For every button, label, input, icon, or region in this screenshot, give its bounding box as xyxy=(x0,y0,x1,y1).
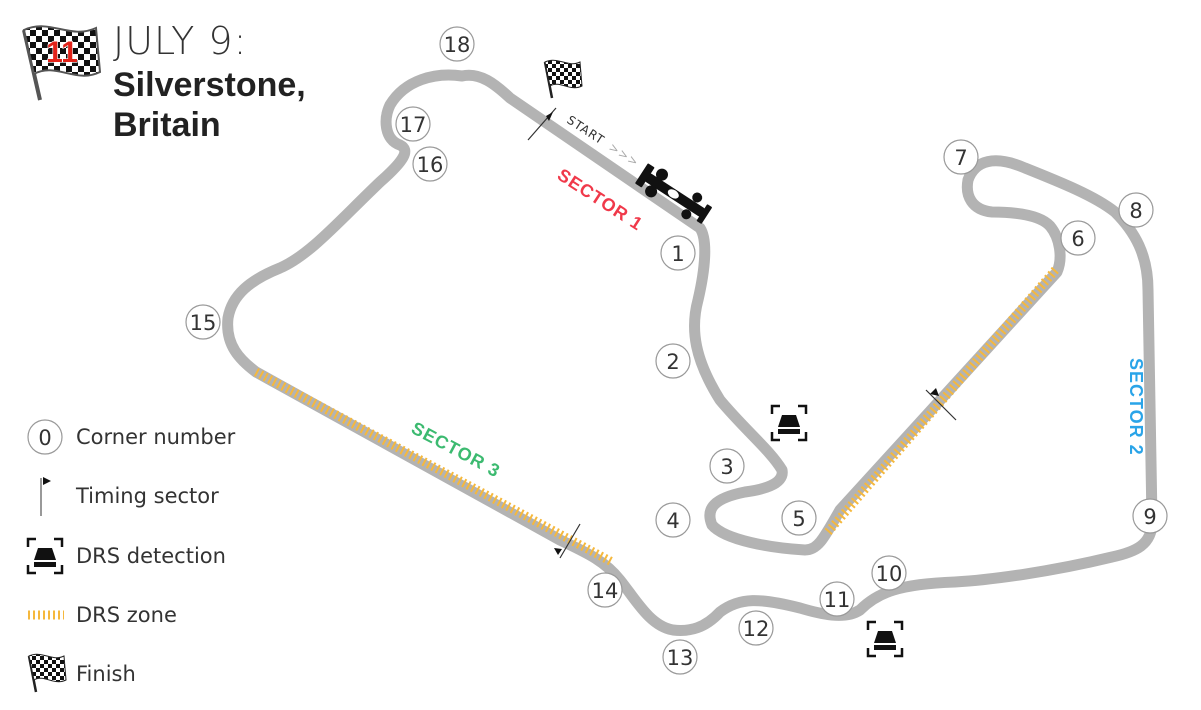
drs-detection-icon xyxy=(26,537,64,575)
legend-drs-detection-label: DRS detection xyxy=(76,544,226,568)
legend-drs-zone-label: DRS zone xyxy=(76,603,177,627)
corner-number: 5 xyxy=(792,507,805,531)
corner-marker-10: 10 xyxy=(871,555,907,591)
corner-number: 15 xyxy=(190,311,217,335)
corner-circle xyxy=(781,500,817,536)
sector-2-label: SECTOR 2 xyxy=(1126,358,1146,456)
corner-circle xyxy=(412,146,448,182)
corner-circle xyxy=(871,555,907,591)
corner-marker-4: 4 xyxy=(655,502,691,538)
track-outline xyxy=(222,69,1158,636)
corner-number: 13 xyxy=(667,646,694,670)
sector-1-label: SECTOR 1 xyxy=(554,165,647,235)
corner-number: 4 xyxy=(666,509,679,533)
corner-marker-13: 13 xyxy=(662,639,698,675)
corner-number: 2 xyxy=(666,350,679,374)
corner-marker-1: 1 xyxy=(660,235,696,271)
timing-sector-3-marker xyxy=(554,523,581,559)
finish-flag-icon xyxy=(27,653,67,693)
corner-circle xyxy=(655,502,691,538)
legend-corner-icon: 0 xyxy=(27,419,63,455)
drs-zone-sector3 xyxy=(253,368,615,566)
corner-marker-17: 17 xyxy=(395,106,431,142)
corner-circle xyxy=(185,304,221,340)
corner-marker-12: 12 xyxy=(738,610,774,646)
legend-timing-label: Timing sector xyxy=(75,484,219,508)
corner-circle xyxy=(660,235,696,271)
timing-sector-1-marker xyxy=(527,107,557,141)
corner-circle xyxy=(655,343,691,379)
drs-zone-sector2 xyxy=(824,265,1061,535)
corner-number: 12 xyxy=(743,617,770,641)
sector-3-label: SECTOR 3 xyxy=(408,418,504,482)
corner-number: 10 xyxy=(876,562,903,586)
corner-marker-18: 18 xyxy=(439,26,475,62)
corner-marker-8: 8 xyxy=(1118,192,1154,228)
corner-marker-7: 7 xyxy=(943,139,979,175)
corner-circle xyxy=(1132,498,1168,534)
corner-circle xyxy=(819,581,855,617)
corner-number: 17 xyxy=(400,113,427,137)
corner-number: 3 xyxy=(720,455,733,479)
timing-sector-icon xyxy=(40,477,51,516)
corner-marker-5: 5 xyxy=(781,500,817,536)
legend-corner-sample: 0 xyxy=(38,426,51,450)
corner-circle xyxy=(738,610,774,646)
corner-number: 14 xyxy=(592,579,619,603)
corner-number: 6 xyxy=(1071,227,1084,251)
corner-circle xyxy=(662,639,698,675)
round-number: 11 xyxy=(46,36,78,69)
timing-sector-2-marker xyxy=(925,388,957,421)
country-name: Britain xyxy=(113,106,221,144)
corner-number: 7 xyxy=(954,146,967,170)
race-date: JULY 9: xyxy=(113,19,247,63)
corner-number: 8 xyxy=(1129,199,1142,223)
corner-marker-11: 11 xyxy=(819,581,855,617)
corner-marker-9: 9 xyxy=(1132,498,1168,534)
drs-detection-icon xyxy=(866,620,904,658)
corner-marker-15: 15 xyxy=(185,304,221,340)
legend-finish-label: Finish xyxy=(76,662,136,686)
corner-number: 18 xyxy=(444,33,471,57)
f1-car-icon xyxy=(635,163,712,224)
round-flag-icon xyxy=(22,25,102,101)
corner-number: 9 xyxy=(1143,505,1156,529)
corner-circle xyxy=(1060,220,1096,256)
corner-marker-6: 6 xyxy=(1060,220,1096,256)
corner-circle xyxy=(587,572,623,608)
corner-circle xyxy=(943,139,979,175)
corner-circle xyxy=(439,26,475,62)
drs-detection-icon xyxy=(770,404,808,442)
legend-corner-label: Corner number xyxy=(76,425,236,449)
corner-number: 16 xyxy=(417,153,444,177)
corner-circle xyxy=(395,106,431,142)
circuit-name: Silverstone, xyxy=(113,66,306,104)
corner-marker-3: 3 xyxy=(709,448,745,484)
legend: 0 Corner number Timing sector DRS detect… xyxy=(26,419,236,693)
corner-marker-2: 2 xyxy=(655,343,691,379)
corner-marker-16: 16 xyxy=(412,146,448,182)
finish-flag-icon xyxy=(543,59,583,99)
corner-number: 11 xyxy=(824,588,851,612)
corner-number: 1 xyxy=(671,242,684,266)
corner-circle xyxy=(1118,192,1154,228)
corner-circle xyxy=(709,448,745,484)
corner-marker-14: 14 xyxy=(587,572,623,608)
